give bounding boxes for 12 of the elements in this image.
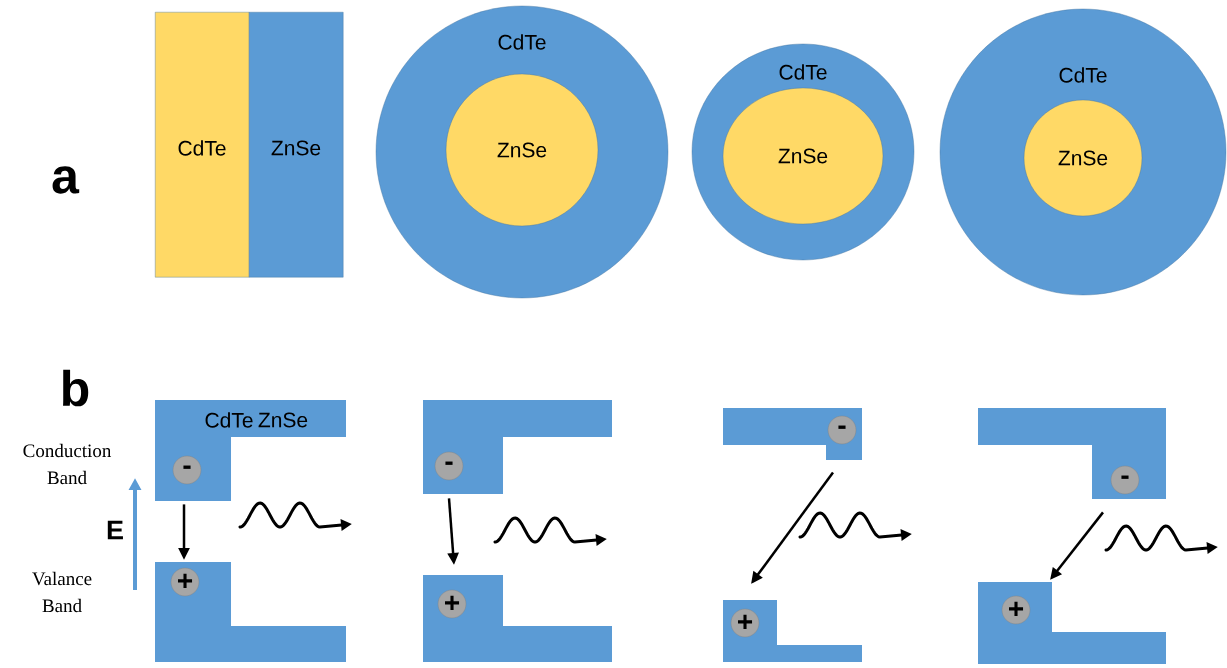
band-shape — [978, 582, 1166, 664]
axis-label: Valance Band — [32, 571, 92, 613]
band-shape — [978, 408, 1166, 499]
axis-label: E — [107, 520, 123, 540]
panel-letter: a — [52, 166, 80, 194]
layer-rectangle: CdTe — [155, 12, 250, 278]
axis-label: Conduction Band — [23, 443, 112, 485]
band-shape — [423, 575, 612, 662]
band-shape — [155, 562, 346, 662]
layer-rectangle: ZnSe — [249, 12, 344, 278]
panel-letter: b — [63, 369, 89, 407]
band-shape — [423, 400, 612, 494]
